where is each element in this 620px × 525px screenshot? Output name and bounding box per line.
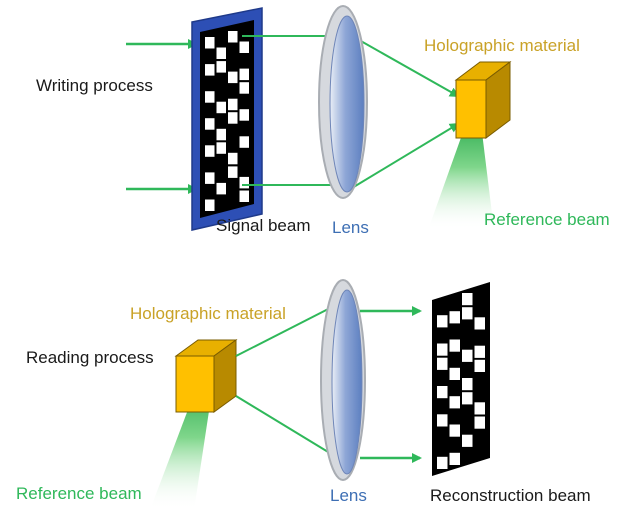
checker-cell (216, 128, 226, 141)
diverging-beam-top (235, 303, 339, 357)
reconstruction-beam-label: Reconstruction beam (430, 486, 591, 505)
writing-holographic-material-label: Holographic material (424, 36, 580, 55)
reading-process-label: Reading process (26, 348, 154, 367)
checker-cell (449, 396, 460, 409)
diverging-beam-bottom (235, 395, 339, 459)
checker-cell (228, 31, 238, 43)
checker-cell (216, 182, 226, 195)
reference-beam-cone (428, 116, 494, 230)
checker-cell (205, 118, 215, 130)
checker-cell (228, 166, 238, 178)
checker-cell (205, 172, 215, 184)
checker-pattern-icon (437, 293, 485, 469)
checker-cell (205, 37, 215, 49)
checker-cell (474, 317, 485, 330)
writing-lens-label: Lens (332, 218, 369, 237)
checker-cell (449, 452, 460, 465)
checker-cell (474, 402, 485, 415)
checker-cell (239, 176, 249, 189)
checker-cell (216, 61, 226, 73)
cube-icon (454, 61, 512, 139)
focused-beam-top (351, 35, 460, 97)
checker-cell (449, 311, 460, 324)
checker-cell (474, 345, 485, 358)
checker-cell (449, 339, 460, 352)
checker-cell (437, 456, 448, 469)
checker-cell (239, 68, 249, 81)
checker-pattern-icon (205, 31, 249, 211)
checker-cell (462, 434, 473, 447)
checker-cell (474, 416, 485, 429)
checker-cell (437, 357, 448, 370)
checker-cell (216, 142, 226, 154)
lens-icon (320, 279, 366, 481)
cube-icon (174, 339, 238, 413)
checker-cell (216, 101, 226, 114)
checker-cell (474, 359, 485, 372)
checker-cell (205, 64, 215, 76)
checker-cell (205, 91, 215, 103)
writing-process-label: Writing process (36, 76, 153, 95)
reconstruction-data-page (432, 282, 490, 476)
checker-cell (462, 307, 473, 320)
checker-cell (228, 71, 238, 84)
checker-cell (437, 414, 448, 427)
focused-beam-bottom (351, 122, 460, 189)
checker-cell (239, 109, 249, 121)
checker-cell (449, 367, 460, 380)
checker-cell (228, 112, 238, 124)
signal-beam-label: Signal beam (216, 216, 311, 235)
checker-cell (462, 293, 473, 306)
checker-cell (205, 199, 215, 211)
signal-data-page (191, 7, 263, 231)
checker-cell (437, 386, 448, 399)
checker-cell (437, 343, 448, 356)
reading-holographic-material-label: Holographic material (130, 304, 286, 323)
checker-cell (239, 136, 249, 148)
checker-cell (205, 145, 215, 157)
checker-cell (228, 152, 238, 165)
checker-cell (216, 47, 226, 59)
checker-cell (462, 378, 473, 391)
checker-cell (239, 82, 249, 94)
reading-lens-label: Lens (330, 486, 367, 505)
writing-reference-beam-label: Reference beam (484, 210, 610, 229)
checker-cell (437, 315, 448, 328)
checker-cell (462, 392, 473, 405)
checker-cell (449, 424, 460, 437)
checker-cell (228, 98, 238, 111)
checker-cell (239, 41, 249, 53)
checker-cell (462, 349, 473, 362)
reading-reference-beam-label: Reference beam (16, 484, 142, 503)
checker-cell (239, 190, 249, 202)
lens-icon (318, 5, 368, 199)
